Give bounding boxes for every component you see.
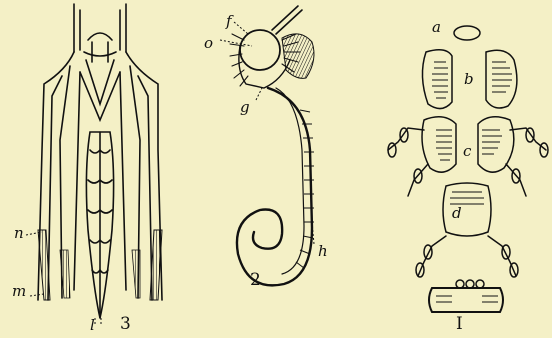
figure-2-label-g: g xyxy=(240,100,250,115)
figure-2-hair-tuft xyxy=(282,34,314,79)
figure-1-segments xyxy=(388,26,548,312)
figure-3-label-m: m xyxy=(12,284,26,299)
figure-2-label-o: o xyxy=(204,36,213,51)
figure-3-number: 3 xyxy=(120,316,131,333)
figure-1-label-d: d xyxy=(452,206,462,221)
figure-1-label-a: a xyxy=(432,20,441,35)
figure-3-label-n: n xyxy=(14,226,24,241)
figure-2-number: 2 xyxy=(250,272,261,289)
figure-3-label-l: l xyxy=(90,318,95,333)
figure-1-label-b: b xyxy=(464,72,474,87)
figure-3-hatched-tip-right xyxy=(150,230,162,300)
figure-3-proboscis xyxy=(38,4,162,318)
figure-1-number: I xyxy=(456,316,463,333)
figure-3-hatched-inner-right xyxy=(132,250,140,298)
figure-3-hatched-tip-left xyxy=(38,230,50,300)
figure-2-label-h: h xyxy=(318,244,328,259)
figure-2-label-f: f xyxy=(226,14,232,29)
figure-1-label-c: c xyxy=(463,144,471,159)
